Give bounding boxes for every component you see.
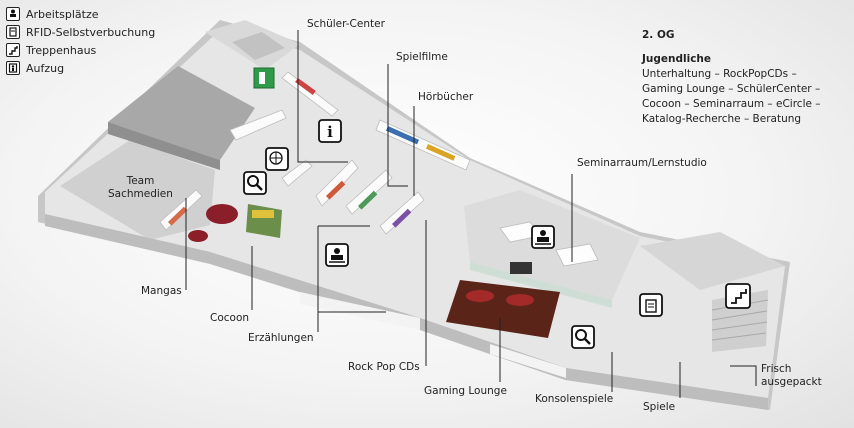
media-spines bbox=[168, 78, 456, 228]
floor-heading: Jugendliche bbox=[642, 53, 712, 65]
legend: Arbeitsplätze RFID-Selbstverbuchung Trep… bbox=[6, 5, 155, 77]
rfid-icon bbox=[6, 25, 20, 39]
legend-item-arbeitsplaetze: Arbeitsplätze bbox=[6, 5, 155, 23]
staircase-icon[interactable] bbox=[725, 283, 751, 309]
svg-text:i: i bbox=[327, 123, 333, 141]
stair-core-steps bbox=[232, 32, 285, 60]
seminar-screen bbox=[510, 262, 532, 274]
legend-label: Arbeitsplätze bbox=[26, 7, 99, 21]
leader-lines bbox=[185, 30, 757, 398]
legend-item-aufzug: Aufzug bbox=[6, 59, 155, 77]
front-wall-top bbox=[45, 214, 768, 410]
label-frisch-ausgepackt[interactable]: Frisch ausgepackt bbox=[761, 363, 822, 389]
floor-description-line: Gaming Lounge – SchülerCenter – bbox=[642, 83, 821, 95]
seminar-glass-wall bbox=[470, 262, 612, 308]
floor-description-line: Unterhaltung – RockPopCDs – bbox=[642, 68, 797, 80]
legend-item-rfid: RFID-Selbstverbuchung bbox=[6, 23, 155, 41]
elevator-icon bbox=[6, 61, 20, 75]
label-line: Sachmedien bbox=[108, 188, 173, 200]
label-rock-pop-cds[interactable]: Rock Pop CDs bbox=[348, 361, 420, 373]
gaming-red-seat bbox=[466, 290, 494, 302]
front-wall-window bbox=[300, 292, 420, 330]
legend-label: RFID-Selbstverbuchung bbox=[26, 25, 156, 39]
label-erzaehlungen[interactable]: Erzählungen bbox=[248, 332, 314, 344]
exit-sign-icon bbox=[253, 67, 275, 89]
cocoon-graffiti-wall bbox=[246, 204, 282, 238]
floor-description-line: Cocoon – Seminarraum – eCircle – bbox=[642, 98, 821, 110]
label-konsolenspiele[interactable]: Konsolenspiele bbox=[535, 393, 614, 405]
floor-info-panel: 2. OG Jugendliche Unterhaltung – RockPop… bbox=[642, 28, 821, 127]
label-line: Frisch bbox=[761, 363, 792, 375]
cocoon-red-seat-2 bbox=[188, 230, 208, 242]
workstation-icon[interactable] bbox=[531, 225, 555, 249]
label-team-sachmedien[interactable]: Team Sachmedien bbox=[108, 175, 173, 201]
right-core-top bbox=[640, 232, 785, 290]
label-spiele[interactable]: Spiele bbox=[643, 401, 676, 413]
office-roof bbox=[108, 66, 255, 160]
label-schueler-center[interactable]: Schüler-Center bbox=[307, 18, 385, 30]
floor-number: 2. OG bbox=[642, 29, 675, 41]
label-gaming-lounge[interactable]: Gaming Lounge bbox=[424, 385, 507, 397]
label-cocoon[interactable]: Cocoon bbox=[210, 312, 250, 324]
gaming-red-seat-2 bbox=[506, 294, 534, 306]
seminar-tables bbox=[499, 221, 599, 267]
cocoon-red-seat bbox=[206, 204, 238, 224]
front-wall-window-2 bbox=[490, 344, 566, 378]
workstation-icon[interactable] bbox=[325, 243, 349, 267]
legend-label: Treppenhaus bbox=[26, 43, 97, 57]
stair-treads bbox=[711, 299, 769, 341]
office-roof-face bbox=[108, 122, 220, 170]
arbeitsplaetze-icon bbox=[6, 7, 20, 21]
floor-description-line: Katalog-Recherche – Beratung bbox=[642, 113, 802, 125]
rfid-icon[interactable] bbox=[639, 293, 663, 317]
legend-item-treppenhaus: Treppenhaus bbox=[6, 41, 155, 59]
cocoon-graffiti-accent bbox=[252, 210, 274, 218]
label-seminarraum[interactable]: Seminarraum/Lernstudio bbox=[577, 157, 707, 169]
search-icon[interactable] bbox=[243, 171, 267, 195]
label-line: ausgepackt bbox=[761, 376, 822, 388]
staircase-icon bbox=[6, 43, 20, 57]
legend-label: Aufzug bbox=[26, 61, 65, 75]
info-icon[interactable]: i bbox=[318, 119, 342, 143]
label-hoerbuecher[interactable]: Hörbücher bbox=[418, 91, 474, 103]
search-icon[interactable] bbox=[571, 325, 595, 349]
catalog-search-icon[interactable] bbox=[265, 147, 289, 171]
label-line: Team bbox=[126, 175, 155, 187]
label-mangas[interactable]: Mangas bbox=[141, 285, 182, 297]
label-spielfilme[interactable]: Spielfilme bbox=[396, 51, 448, 63]
